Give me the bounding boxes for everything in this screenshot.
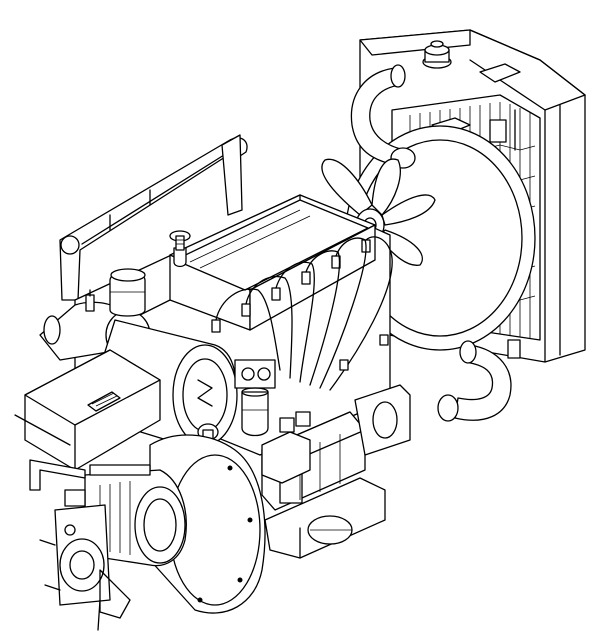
cylinder-head-cover xyxy=(174,199,369,291)
upper-radiator-hose xyxy=(350,64,416,169)
fuel-injection-lines xyxy=(211,236,393,391)
oil-pan xyxy=(264,477,386,559)
oil-filler-cap xyxy=(169,230,191,268)
fuel-injection-pump xyxy=(261,411,311,484)
exhaust-manifold xyxy=(261,384,411,511)
breather-housing xyxy=(14,349,161,471)
lower-radiator-hose xyxy=(437,340,512,422)
radiator-cap xyxy=(422,40,452,69)
lifting-bracket xyxy=(59,134,248,301)
starter-motor xyxy=(29,459,131,631)
fuel-filter xyxy=(234,359,276,437)
alternator xyxy=(84,464,187,567)
